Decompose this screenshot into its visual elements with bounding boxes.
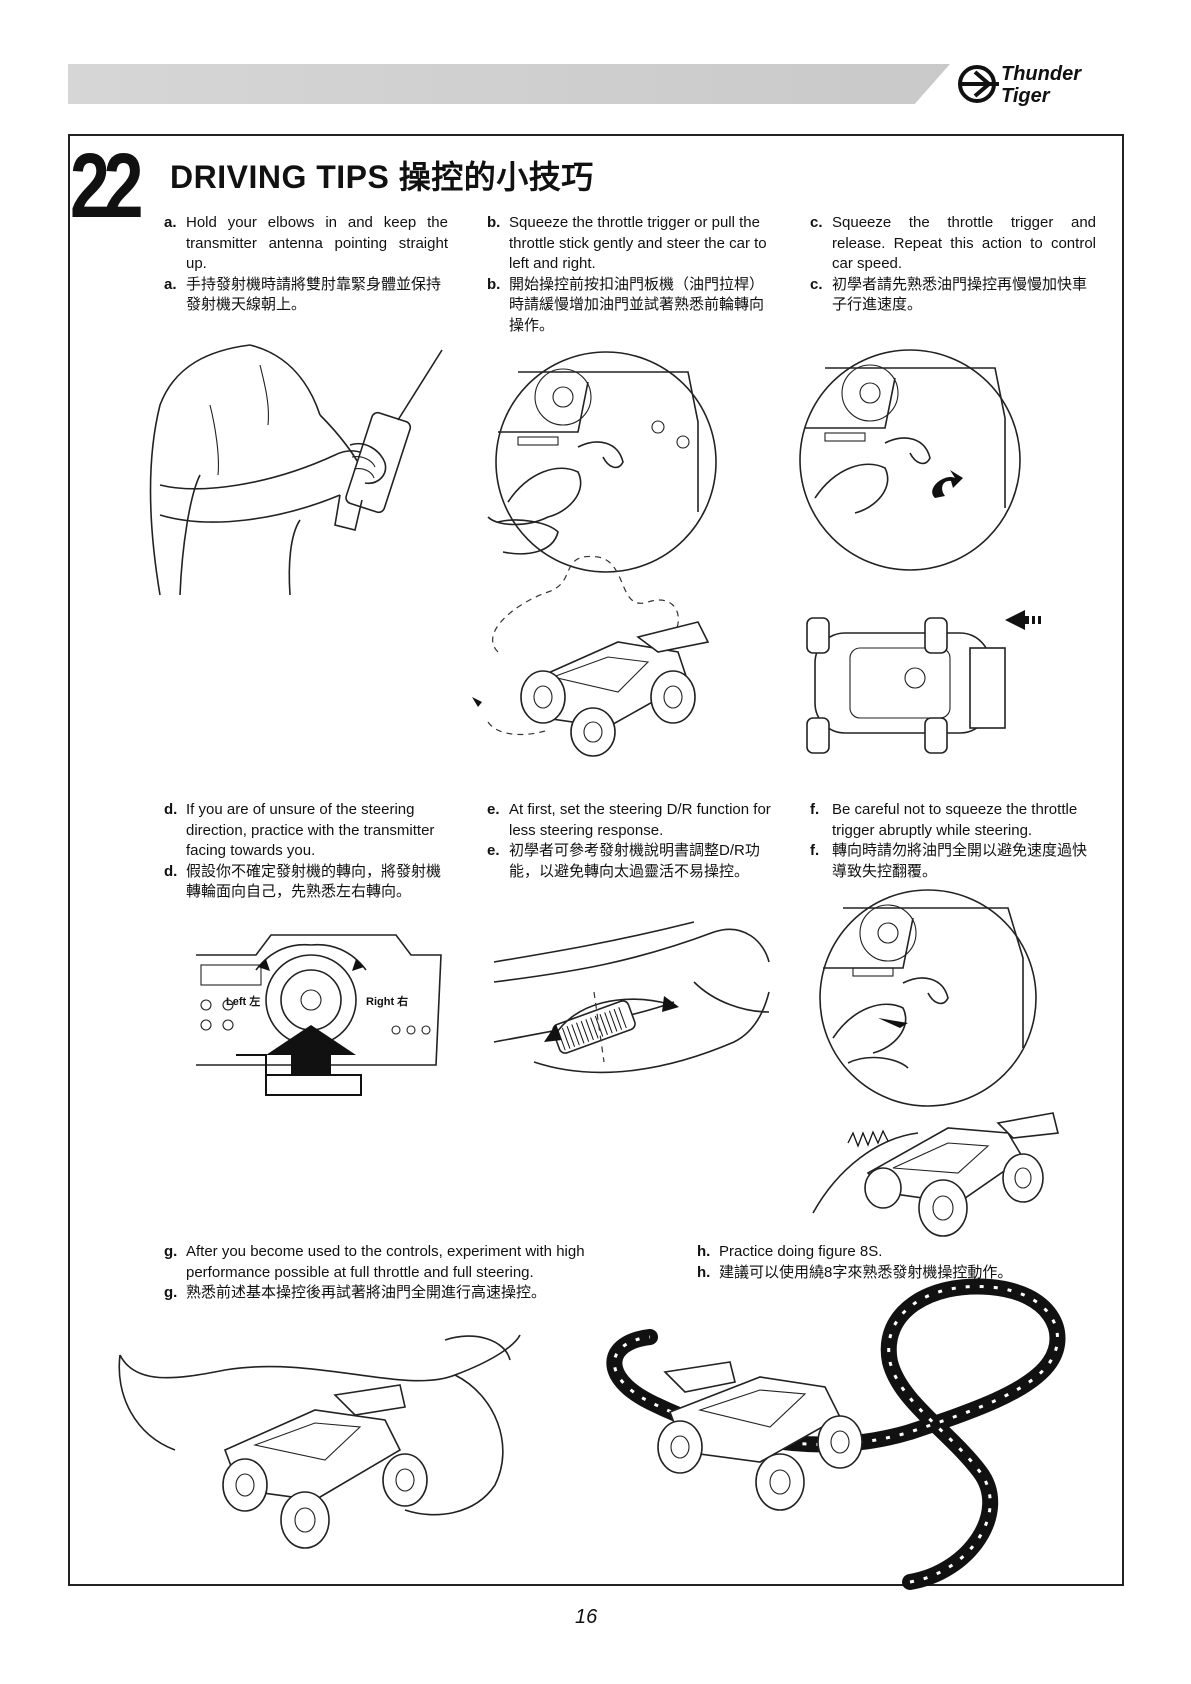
tip-letter: c. bbox=[810, 275, 823, 293]
tip-en: Squeeze the throttle trigger or pull the… bbox=[509, 214, 767, 272]
tip-zh: 初學者請先熟悉油門操控再慢慢加快車子行進速度。 bbox=[832, 275, 1088, 314]
tip-letter: f. bbox=[810, 842, 820, 859]
page-number: 16 bbox=[575, 1606, 598, 1628]
illustration-control-speed bbox=[799, 349, 1041, 754]
tip-zh: 初學者可參考發射機說明書調整D/R功能，以避免轉向太過靈活不易操控。 bbox=[509, 842, 760, 880]
right-label: Right 右 bbox=[366, 994, 408, 1008]
tip-b: b. Squeeze the throttle trigger or pull t… bbox=[487, 213, 771, 336]
illustration-person-holding-transmitter bbox=[149, 344, 443, 596]
svg-text:Thunder: Thunder bbox=[1001, 63, 1082, 85]
tip-letter: c. bbox=[810, 214, 823, 231]
tip-h: h. Practice doing figure 8S. h. 建議可以使用繞8字來… bbox=[697, 1242, 1117, 1283]
header-bar bbox=[68, 64, 950, 104]
tip-en: At first, set the steering D/R function … bbox=[509, 801, 771, 839]
tip-zh: 熟悉前述基本操控後再試著將油門全開進行高速操控。 bbox=[186, 1284, 547, 1301]
tip-zh: 建議可以使用繞8字來熟悉發射機操控動作。 bbox=[719, 1263, 1013, 1281]
tip-en: If you are of unsure of the steering dir… bbox=[186, 801, 435, 859]
tip-en: Squeeze the throttle trigger and release… bbox=[832, 214, 1096, 272]
tip-letter: g. bbox=[164, 1284, 178, 1301]
tip-en: After you become used to the controls, e… bbox=[186, 1243, 585, 1281]
tip-d: d. If you are of unsure of the steering d… bbox=[164, 800, 448, 903]
illustration-transmitter-facing-you: Left 左 Right 右 bbox=[196, 934, 442, 1096]
illustration-figure-8 bbox=[606, 1278, 1066, 1590]
tip-en: Be careful not to squeeze the throttle t… bbox=[832, 801, 1078, 839]
tip-zh: 手持發射機時請將雙肘靠緊身體並保持發射機天線朝上。 bbox=[186, 275, 442, 314]
svg-text:Tiger: Tiger bbox=[1001, 85, 1051, 107]
section-title: DRIVING TIPS 操控的小技巧 bbox=[170, 159, 594, 195]
illustration-squeeze-throttle bbox=[472, 351, 717, 757]
tip-zh: 假設你不確定發射機的轉向，將發射機轉輪面向自己，先熟悉左右轉向。 bbox=[186, 862, 442, 901]
tip-zh: 轉向時請勿將油門全開以避免速度過快導致失控翻覆。 bbox=[832, 842, 1088, 880]
tip-letter: a. bbox=[164, 214, 177, 231]
tip-letter: d. bbox=[164, 862, 178, 880]
left-label: Left 左 bbox=[226, 994, 260, 1008]
tip-letter: h. bbox=[697, 1263, 711, 1281]
tip-letter: f. bbox=[810, 801, 820, 818]
tip-letter: b. bbox=[487, 214, 501, 231]
thunder-tiger-logo: Thunder Tiger bbox=[958, 63, 1082, 107]
tip-a: a. Hold your elbows in and keep the trans… bbox=[164, 213, 448, 316]
content-frame bbox=[68, 134, 1124, 1586]
tip-letter: d. bbox=[164, 801, 178, 818]
tip-letter: e. bbox=[487, 801, 500, 818]
tip-f: f. Be careful not to squeeze the throttle… bbox=[810, 800, 1096, 882]
illustration-careful-throttle bbox=[812, 889, 1059, 1237]
section-number: 22 bbox=[70, 135, 144, 237]
tip-en: Hold your elbows in and keep the transmi… bbox=[186, 214, 448, 272]
illustration-steering-dr bbox=[493, 921, 770, 1074]
illustration-high-performance bbox=[118, 1334, 521, 1549]
tip-letter: b. bbox=[487, 275, 501, 293]
tip-g: g. After you become used to the controls,… bbox=[164, 1242, 634, 1304]
tip-en: Practice doing figure 8S. bbox=[719, 1243, 883, 1260]
tip-c: c. Squeeze the throttle trigger and relea… bbox=[810, 213, 1096, 316]
tip-letter: g. bbox=[164, 1243, 178, 1260]
tip-letter: a. bbox=[164, 275, 177, 293]
tip-letter: h. bbox=[697, 1243, 711, 1260]
tip-zh: 開始操控前按扣油門板機（油門拉桿）時請緩慢增加油門並試著熟悉前輪轉向操作。 bbox=[509, 275, 765, 334]
tip-e: e. At first, set the steering D/R functio… bbox=[487, 800, 771, 882]
tip-letter: e. bbox=[487, 842, 500, 859]
